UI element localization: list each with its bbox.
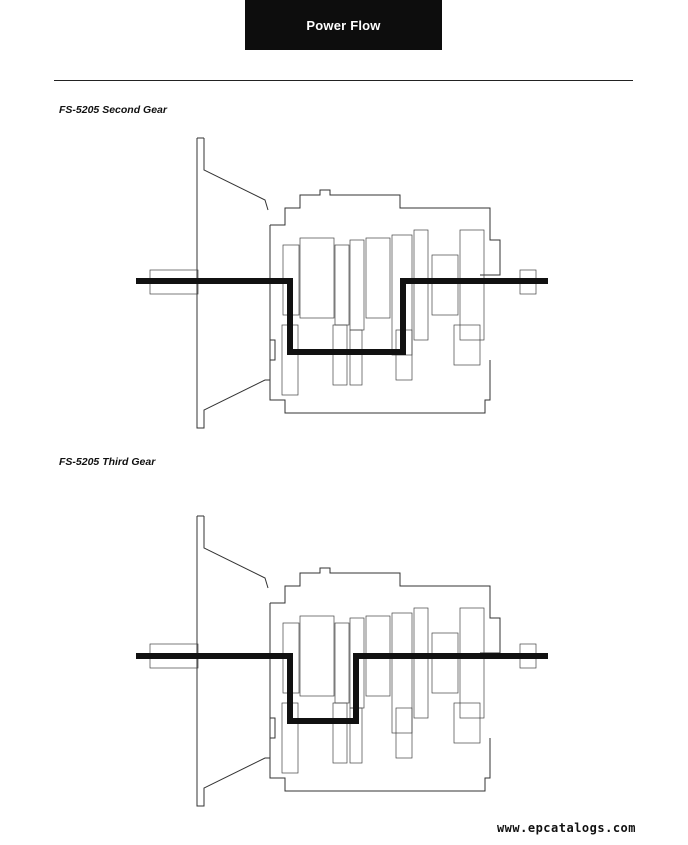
header-divider xyxy=(54,80,633,81)
section-caption-third-gear: FS-5205 Third Gear xyxy=(59,456,156,468)
section-caption-second-gear: FS-5205 Second Gear xyxy=(59,104,167,116)
transmission-diagram-second-gear xyxy=(136,137,548,429)
transmission-diagram-third-gear xyxy=(136,515,548,807)
footer-watermark-url: www.epcatalogs.com xyxy=(496,821,636,835)
header-banner: Power Flow xyxy=(245,0,442,50)
page-title: Power Flow xyxy=(306,17,381,33)
